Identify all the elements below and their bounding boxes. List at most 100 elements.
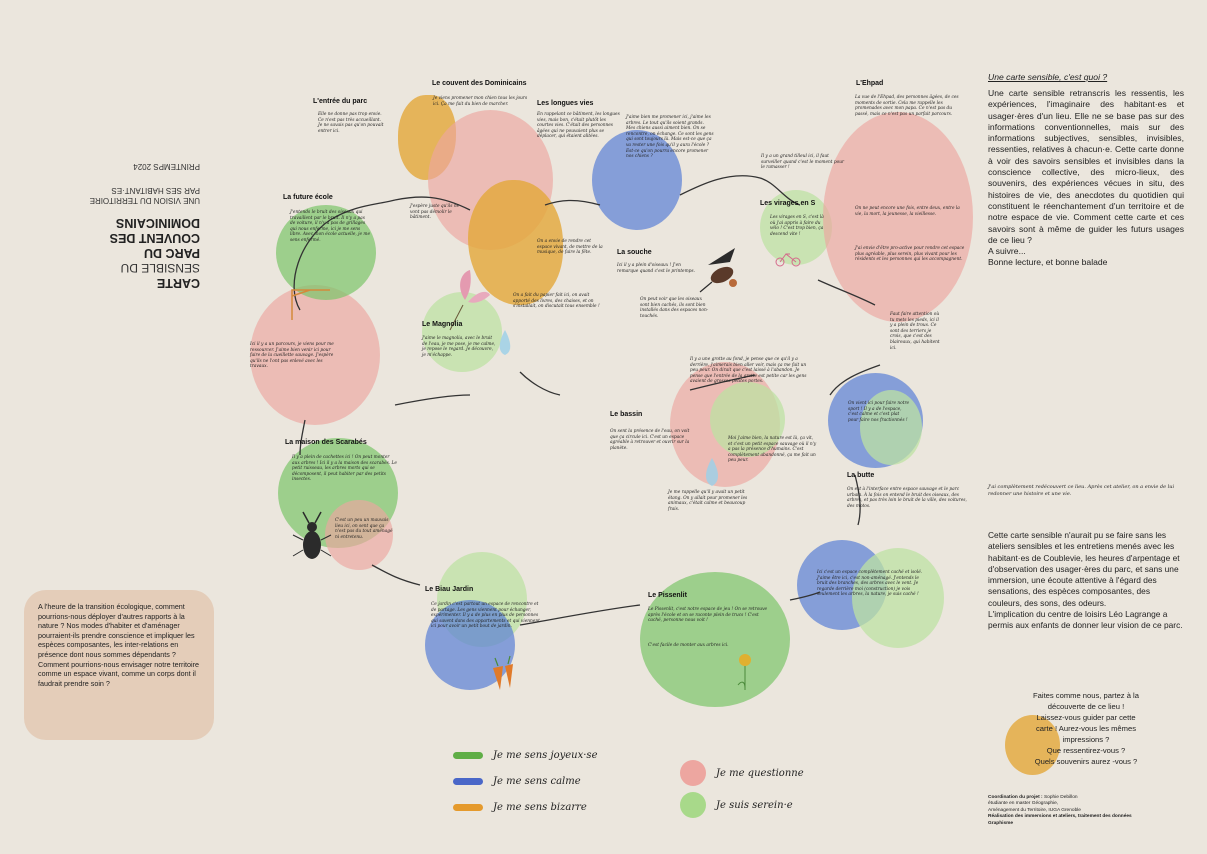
place-ehpad: L'Ehpad [856, 80, 884, 87]
legend-stroke-green [453, 752, 483, 759]
quote-couvent-c: On a envie de rendre cet espace vivant, … [537, 239, 603, 256]
quote-bassin-b: Moi j'aime bien, la nature est là, ça vi… [728, 436, 817, 464]
legend-stroke-orange [453, 804, 483, 811]
blob-pink-ehpad [823, 112, 973, 322]
right-column-heading: Une carte sensible, c'est quoi ? [988, 72, 1108, 82]
quote-pissenlit: Le Pissenlit, c'est notre espace de jeu … [648, 607, 768, 624]
place-souche: La souche [617, 249, 652, 256]
place-scarabes: La maison des Scarabés [285, 439, 367, 446]
subtitle-line-2: PAR SES HABITANT·ES [111, 186, 200, 195]
quote-magnolia: J'aime le magnolia, avec le bruit de l'e… [422, 336, 496, 358]
quote-future-ecole: J'entends le bruit des oiseaux qui trava… [290, 210, 370, 243]
quote-biau-jardin: Ce jardin c'est partout un espace de ren… [431, 602, 540, 630]
quote-couvent-b: J'espère juste qu'ils ne vont pas démoli… [410, 204, 460, 221]
quote-couvent-a: Je viens promener mon chien tous les jou… [433, 96, 528, 107]
quote-souche: Ici il y a plein d'oiseaux ! J'en remarq… [617, 263, 696, 274]
invite-line-5: impressions ? [1062, 735, 1110, 744]
title-line-1: CARTE [156, 276, 200, 290]
credits-line-4: Réalisation des immersions et ateliers, … [988, 814, 1132, 820]
poster-title-block: CARTE SENSIBLE DU PARC DU COUVENT DES DO… [70, 100, 200, 290]
quote-couvent-d: On a fait du papier fait ici, on avait a… [513, 293, 600, 310]
legend-bizarre: Je me sens bizarre [453, 802, 587, 813]
legend-calme-label: Je me sens calme [493, 776, 581, 787]
title-line-4: COUVENT DES [109, 231, 200, 245]
workshop-quote: J'ai complètement redécouvert ce lieu. A… [988, 484, 1175, 497]
invite-line-1: Faites comme nous, partez à la [1033, 691, 1139, 700]
invite-line-6: Que ressentirez-vous ? [1046, 746, 1126, 755]
invite-line-2: découverte de ce lieu ! [1047, 702, 1125, 711]
place-biau-jardin: Le Biau Jardin [425, 586, 474, 593]
blob-yellow-invite [1005, 715, 1060, 775]
legend-dot-pink [680, 760, 706, 786]
credits-name: Sophie Debillon [1043, 795, 1078, 800]
legend-bizarre-label: Je me sens bizarre [493, 802, 587, 813]
intro-text: A l'heure de la transition écologique, c… [38, 602, 199, 688]
place-butte: La butte [847, 472, 875, 479]
quote-pissenlit-b: C'est facile de monter aux arbres ici. [648, 643, 729, 648]
quote-scarabes: Il y a plein de cachettes ici ! On peut … [292, 455, 397, 483]
right-column: Une carte sensible, c'est quoi ? Une car… [988, 72, 1184, 269]
blob-green-future-ecole [276, 205, 376, 300]
blob-blue-longues-vies [592, 130, 682, 230]
place-bassin: Le bassin [610, 411, 643, 418]
intro-question-box: A l'heure de la transition écologique, c… [24, 590, 214, 740]
quote-scarabes-b: C'est un peu un mauvais lieu ici, on sen… [335, 518, 393, 540]
quote-grand-tilleul: Il y a un grand tilleul ici, il faut sur… [761, 154, 845, 171]
place-longues-vies: Les longues vies [537, 100, 594, 107]
credits-line-2: étudiante en master Géographie, [988, 801, 1059, 807]
quote-grotte: Il y a une grotte au fond, je pense que … [690, 357, 807, 385]
subtitle-line-1: UNE VISION DU TERRITOIRE [89, 196, 200, 205]
quote-butte-c: On est à l'interface entre espace sauvag… [847, 487, 967, 509]
quote-butte-d: Ici c'est un espace complètement caché e… [817, 570, 923, 598]
quote-bassin-c: Je me rappelle qu'il y avait un petit ét… [668, 490, 748, 512]
quote-butte-a: Faut faire attention où tu mets les pied… [890, 312, 940, 351]
place-pissenlit: Le Pissenlit [648, 592, 687, 599]
quote-ehpad-a: La vue de l'Ehpad, des personnes âgées, … [855, 95, 959, 117]
invite-line-7: Quels souvenirs aurez -vous ? [1034, 757, 1138, 766]
quote-longues-vies: En rappelant ce bâtiment, les longues vi… [537, 112, 620, 140]
quote-ehpad-c: J'ai envie d'être pro-active pour rendre… [855, 246, 965, 263]
quote-souche-b: On peut voir que les oiseaux sont bien c… [640, 297, 709, 319]
credits-line-5: Graphisme [988, 820, 1014, 826]
thanks-block: Cette carte sensible n'aurait pu se fair… [988, 530, 1184, 632]
quote-butte-b: On vient ici pour faire notre sport ! Il… [848, 401, 910, 423]
thanks-paragraph-2: L'implication du centre de loisirs Léo L… [988, 609, 1183, 631]
credits-block: Coordination du projet : Sophie Debillon… [988, 795, 1184, 827]
legend-dot-light-green [680, 792, 706, 818]
quote-virages: Les virages en S, c'est là où j'ai appri… [770, 215, 824, 237]
blob-lgreen-bassin [710, 382, 785, 457]
blob-pink-scarabes [325, 500, 393, 570]
legend-serein-label: Je suis serein·e [716, 799, 793, 811]
legend-joyeux-label: Je me sens joyeux·se [493, 750, 598, 761]
credits-line-3: Aménagement du Territoire, IUGA Grenoble [988, 807, 1081, 813]
blob-green-pissenlit [640, 572, 790, 707]
season-label: PRINTEMPS 2024 [133, 162, 200, 171]
invite-line-3: Laissez-vous guider par cette [1036, 713, 1136, 722]
quote-bassin: On sent la présence de l'eau, on voit qu… [610, 429, 690, 451]
blob-lgreen-butte [860, 390, 922, 465]
invite-line-4: carte ! Aurez-vous les mêmes [1035, 724, 1137, 733]
invitation-text: Faites comme nous, partez à la découvert… [992, 690, 1180, 767]
right-column-bonne-lecture: Bonne lecture, et bonne balade [988, 257, 1108, 268]
legend-joyeux: Je me sens joyeux·se [453, 750, 597, 761]
legend-serein: Je suis serein·e [680, 792, 793, 818]
right-column-paragraph: Une carte sensible retranscris les resse… [988, 88, 1184, 245]
legend-questionne-label: Je me questionne [716, 767, 804, 779]
right-column-suivre: A suivre... [988, 246, 1026, 257]
blob-yellow-couvent [468, 180, 563, 305]
title-line-3: PARC DU [143, 246, 200, 260]
place-virages: Les virages en S [760, 200, 816, 207]
title-line-2: SENSIBLE DU [120, 261, 200, 275]
quote-entree: Elle ne donne pas trop envie. Ce n'est p… [318, 112, 384, 134]
quote-longues-vies-b: J'aime bien me promener ici, j'aime les … [626, 115, 714, 160]
legend-stroke-blue [453, 778, 483, 785]
thanks-paragraph: Cette carte sensible n'aurait pu se fair… [988, 530, 1180, 608]
legend-calme: Je me sens calme [453, 776, 581, 787]
place-magnolia: Le Magnolia [422, 321, 463, 328]
title-line-5: DOMINICAINS [115, 216, 200, 230]
legend-questionne: Je me questionne [680, 760, 804, 786]
quote-ehpad-b: On ne peut encore une fois, entre deux, … [855, 206, 960, 217]
blob-lgreen-pissenlit-east [852, 548, 944, 648]
